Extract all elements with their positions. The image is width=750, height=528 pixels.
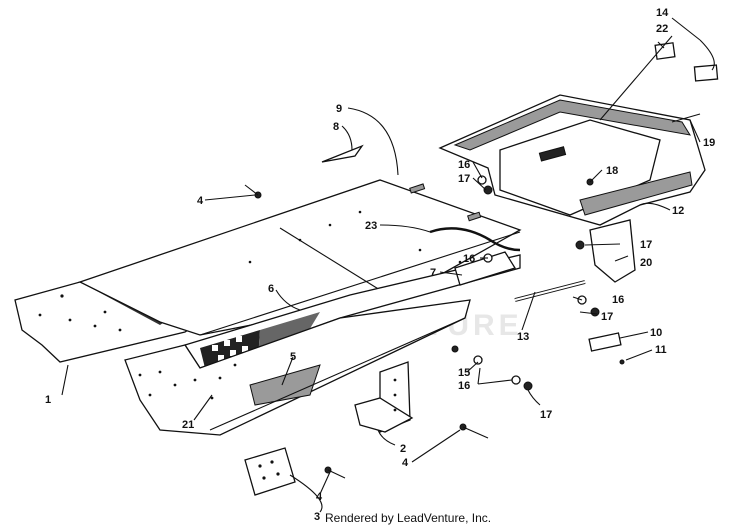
leader-lines [61, 17, 715, 513]
callout-9: 9 [336, 103, 342, 115]
callout-4-bottom: 4 [316, 491, 323, 503]
part-10-tail-light [588, 332, 622, 352]
callouts: 1 2 3 4 4 4 5 6 7 8 9 10 11 12 13 14 15 … [45, 7, 715, 523]
callout-17-lower: 17 [540, 409, 552, 421]
callout-18: 18 [606, 165, 618, 177]
callout-8: 8 [333, 121, 339, 133]
callout-19: 19 [703, 137, 715, 149]
callout-17-right: 17 [601, 311, 613, 323]
callout-15: 15 [458, 367, 470, 379]
fasteners [244, 113, 701, 479]
part-8-trim [321, 144, 364, 163]
callout-7: 7 [430, 267, 436, 279]
part-12-rear-bumper [438, 94, 706, 226]
callout-22: 22 [656, 23, 668, 35]
part-3-plate [244, 447, 296, 496]
credit-text: Rendered by LeadVenture, Inc. [325, 511, 491, 525]
part-21-lower-side [124, 299, 471, 436]
callout-20: 20 [640, 257, 652, 269]
callout-4-middle: 4 [402, 457, 409, 469]
callout-21: 21 [182, 419, 194, 431]
part-20-bracket [589, 219, 636, 283]
part-14-decal [693, 64, 719, 82]
callout-16-right: 16 [612, 294, 624, 306]
callout-17-middle: 17 [640, 239, 652, 251]
part-2-bracket [354, 361, 414, 433]
callout-11: 11 [655, 344, 667, 356]
part-23-cable [429, 227, 521, 252]
callout-14: 14 [656, 7, 669, 19]
callout-5: 5 [290, 351, 296, 363]
callout-2: 2 [400, 443, 406, 455]
callout-16-upper: 16 [458, 159, 470, 171]
callout-6: 6 [268, 283, 274, 295]
callout-13: 13 [517, 331, 529, 343]
callout-16-middle: 16 [463, 253, 475, 265]
part-22-decal [654, 42, 676, 60]
callout-1: 1 [45, 394, 51, 406]
callout-3: 3 [314, 511, 320, 523]
part-9-main-deck [78, 179, 522, 336]
callout-12: 12 [672, 205, 684, 217]
callout-23: 23 [365, 220, 377, 232]
callout-17-upper: 17 [458, 173, 470, 185]
callout-4-top: 4 [197, 195, 204, 207]
callout-10: 10 [650, 327, 662, 339]
callout-16-lower: 16 [458, 380, 470, 392]
